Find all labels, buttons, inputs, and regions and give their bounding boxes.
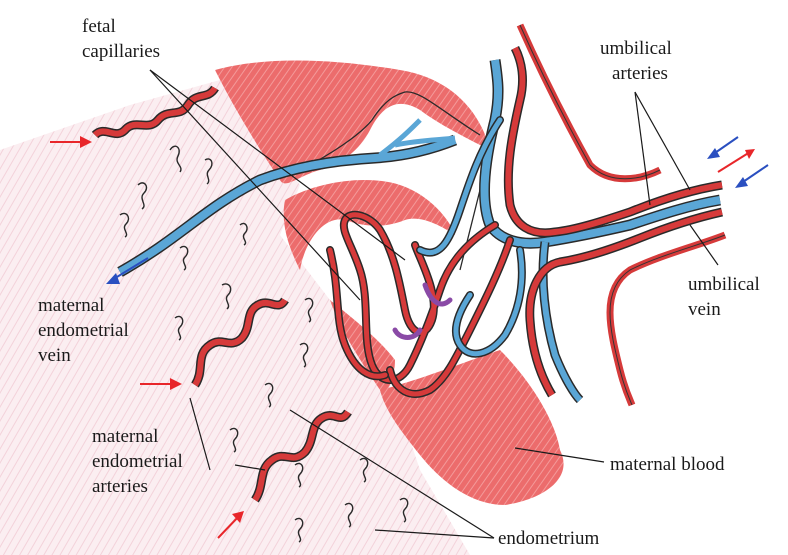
label-maternal-endometrial-vein: maternal endometrial vein [38,293,129,368]
label-endometrium: endometrium [498,526,599,551]
label-umbilical-vein-line2: vein [688,297,760,322]
label-umbilical-arteries: umbilical arteries [600,36,672,86]
label-fetal-capillaries: fetal capillaries [82,14,160,64]
label-mea-line1: maternal [92,424,183,449]
label-umbilical-arteries-line1: umbilical [600,36,672,61]
blue-arrow-right-2 [735,165,768,188]
label-fetal-capillaries-line1: fetal [82,14,160,39]
label-umbilical-vein: umbilical vein [688,272,760,322]
blue-arrow-right-1 [707,137,738,159]
label-mea-line2: endometrial [92,449,183,474]
label-maternal-blood: maternal blood [610,452,725,477]
label-mev-line1: maternal [38,293,129,318]
label-maternal-endometrial-arteries: maternal endometrial arteries [92,424,183,499]
label-umbilical-arteries-line2: arteries [600,61,672,86]
red-arrow-right [718,149,755,172]
label-mev-line3: vein [38,343,129,368]
label-mea-line3: arteries [92,474,183,499]
label-umbilical-vein-line1: umbilical [688,272,760,297]
label-fetal-capillaries-line2: capillaries [82,39,160,64]
label-mev-line2: endometrial [38,318,129,343]
